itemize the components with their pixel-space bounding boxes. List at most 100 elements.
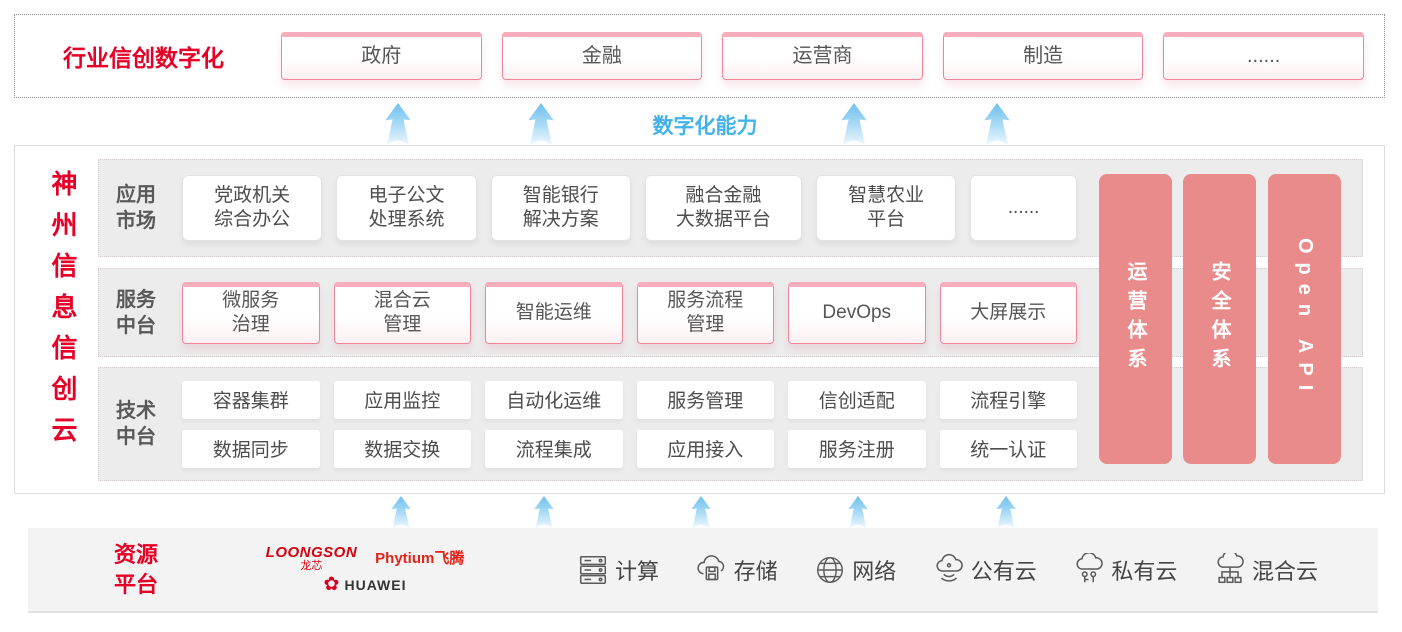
resource-item-hybrid-cloud: 混合云 bbox=[1213, 552, 1318, 587]
cloud-storage-icon bbox=[697, 554, 724, 580]
tech-card-label: 自动化运维 bbox=[506, 391, 602, 412]
phytium-logo: Phytium飞腾 bbox=[375, 547, 464, 568]
huawei-flower-icon: ✿ bbox=[323, 574, 340, 595]
service-card: 大屏展示 bbox=[939, 281, 1077, 344]
box-top-accent bbox=[501, 32, 703, 37]
box-top-accent bbox=[485, 281, 623, 287]
industry-box-label: 金融 bbox=[581, 44, 622, 67]
industry-box-operator: 运营商 bbox=[722, 32, 923, 80]
resource-item-label: 计算 bbox=[615, 558, 660, 584]
sidebar-label: 运营体系 bbox=[1124, 261, 1146, 377]
vendor-logo-row: LOONGSON 龙芯 Phytium飞腾 bbox=[266, 545, 465, 572]
loongson-chinese: 龙芯 bbox=[300, 560, 323, 572]
row-label: 技术 中台 bbox=[116, 400, 156, 448]
service-card-label: 大屏展示 bbox=[970, 301, 1047, 323]
tech-card-label: 服务管理 bbox=[667, 391, 744, 412]
box-top-accent bbox=[939, 281, 1077, 287]
app-card-label: ...... bbox=[1007, 197, 1040, 219]
box-top-accent bbox=[182, 281, 320, 287]
industry-box-label: 运营商 bbox=[792, 44, 853, 67]
tech-card: 信创适配 bbox=[788, 380, 926, 419]
resource-item-compute: 计算 bbox=[576, 553, 659, 587]
row-service-platform: 服务 中台 微服务 治理 混合云 管理 智能运维 服务流程 管理 DevOps … bbox=[98, 268, 1363, 357]
app-card-label: 智能银行 解决方案 bbox=[522, 185, 599, 230]
service-card-label: 混合云 管理 bbox=[373, 289, 431, 335]
row-technology-platform: 技术 中台 容器集群 应用监控 自动化运维 服务管理 信创适配 流程引擎 数据同… bbox=[98, 367, 1363, 481]
resource-item-public-cloud: 公有云 bbox=[932, 553, 1037, 587]
resource-item-label: 网络 bbox=[852, 558, 897, 584]
box-top-accent bbox=[788, 281, 926, 287]
app-card: 融合金融 大数据平台 bbox=[644, 175, 802, 241]
app-card: 智能银行 解决方案 bbox=[490, 175, 631, 241]
resource-item-storage: 存储 bbox=[695, 553, 778, 587]
application-card-list: 党政机关 综合办公 电子公文 处理系统 智能银行 解决方案 融合金融 大数据平台… bbox=[182, 175, 1078, 241]
service-card: 微服务 治理 bbox=[182, 281, 320, 344]
tech-card: 应用接入 bbox=[636, 429, 774, 468]
app-card: 智慧农业 平台 bbox=[815, 175, 957, 241]
sidebar-security-system: 安全体系 bbox=[1183, 174, 1256, 464]
technology-card-row: 数据同步 数据交换 流程集成 应用接入 服务注册 统一认证 bbox=[182, 429, 1077, 468]
public-cloud-icon bbox=[936, 553, 963, 582]
tech-card: 服务管理 bbox=[636, 380, 774, 419]
phytium-wordmark: Phytium飞腾 bbox=[375, 550, 465, 567]
tech-card-label: 流程引擎 bbox=[970, 391, 1047, 412]
tech-card-label: 应用接入 bbox=[667, 440, 744, 461]
box-top-accent bbox=[281, 32, 482, 37]
resource-platform-panel: 资源 平台 LOONGSON 龙芯 Phytium飞腾 ✿ HUAWEI 计算 bbox=[28, 528, 1378, 613]
service-card-label: DevOps bbox=[822, 301, 892, 323]
row-label: 应用 市场 bbox=[116, 184, 156, 232]
service-card-list: 微服务 治理 混合云 管理 智能运维 服务流程 管理 DevOps 大屏展示 bbox=[182, 281, 1077, 344]
service-card: DevOps bbox=[788, 281, 926, 344]
tech-card: 服务注册 bbox=[788, 429, 926, 468]
vendor-logos: LOONGSON 龙芯 Phytium飞腾 ✿ HUAWEI bbox=[250, 545, 480, 594]
app-card-label: 电子公文 处理系统 bbox=[368, 185, 445, 230]
box-top-accent bbox=[1163, 32, 1364, 37]
tech-card-label: 服务注册 bbox=[818, 440, 895, 461]
hybrid-cloud-icon bbox=[1217, 552, 1244, 583]
box-top-accent bbox=[636, 281, 774, 287]
app-card: 党政机关 综合办公 bbox=[182, 175, 323, 241]
server-rack-icon bbox=[579, 555, 607, 584]
sidebar-label: Open API bbox=[1294, 238, 1316, 400]
row-application-market: 应用 市场 党政机关 综合办公 电子公文 处理系统 智能银行 解决方案 融合金融… bbox=[98, 159, 1363, 257]
up-arrow-icon bbox=[534, 496, 554, 528]
platform-main-box: 神州信息信创云 应用 市场 党政机关 综合办公 电子公文 处理系统 智能银行 解… bbox=[14, 145, 1385, 494]
up-arrow-icon bbox=[996, 496, 1016, 528]
resource-item-network: 网络 bbox=[813, 553, 896, 587]
up-arrow-icon bbox=[385, 103, 411, 145]
tech-card: 流程引擎 bbox=[939, 380, 1077, 419]
loongson-logo: LOONGSON 龙芯 bbox=[266, 545, 358, 572]
industry-box-label: ...... bbox=[1247, 44, 1281, 67]
tech-card: 应用监控 bbox=[333, 380, 471, 419]
industry-box-government: 政府 bbox=[281, 32, 482, 80]
service-card-label: 微服务 治理 bbox=[222, 289, 280, 335]
tech-card: 数据同步 bbox=[182, 429, 320, 468]
industry-banner-title: 行业信创数字化 bbox=[63, 45, 224, 71]
tech-card-label: 数据同步 bbox=[212, 440, 289, 461]
platform-title: 神州信息信创云 bbox=[48, 170, 78, 457]
tech-card-label: 应用监控 bbox=[364, 391, 441, 412]
app-card-more: ...... bbox=[970, 175, 1078, 241]
resource-item-label: 混合云 bbox=[1251, 558, 1318, 584]
up-arrow-icon bbox=[841, 103, 867, 145]
tech-card: 自动化运维 bbox=[485, 380, 623, 419]
private-cloud-icon bbox=[1076, 552, 1104, 582]
sidebar-open-api: Open API bbox=[1268, 174, 1341, 464]
service-card: 智能运维 bbox=[485, 281, 623, 344]
box-top-accent bbox=[942, 32, 1144, 37]
technology-card-grid: 容器集群 应用监控 自动化运维 服务管理 信创适配 流程引擎 数据同步 数据交换… bbox=[182, 380, 1077, 468]
box-top-accent bbox=[722, 32, 923, 37]
app-card-label: 融合金融 大数据平台 bbox=[675, 185, 771, 230]
app-card: 电子公文 处理系统 bbox=[336, 175, 477, 241]
industry-box-list: 政府 金融 运营商 制造 ...... bbox=[281, 32, 1364, 80]
service-card: 服务流程 管理 bbox=[636, 281, 774, 344]
sidebar-operation-system: 运营体系 bbox=[1099, 174, 1172, 464]
up-arrow-icon bbox=[691, 496, 711, 528]
up-arrow-icon bbox=[391, 496, 411, 528]
tech-card-label: 流程集成 bbox=[515, 440, 592, 461]
tech-card-label: 统一认证 bbox=[970, 440, 1047, 461]
service-card-label: 服务流程 管理 bbox=[667, 289, 744, 335]
tech-card: 统一认证 bbox=[939, 429, 1077, 468]
loongson-wordmark: LOONGSON bbox=[265, 544, 358, 561]
service-card-label: 智能运维 bbox=[515, 301, 592, 323]
